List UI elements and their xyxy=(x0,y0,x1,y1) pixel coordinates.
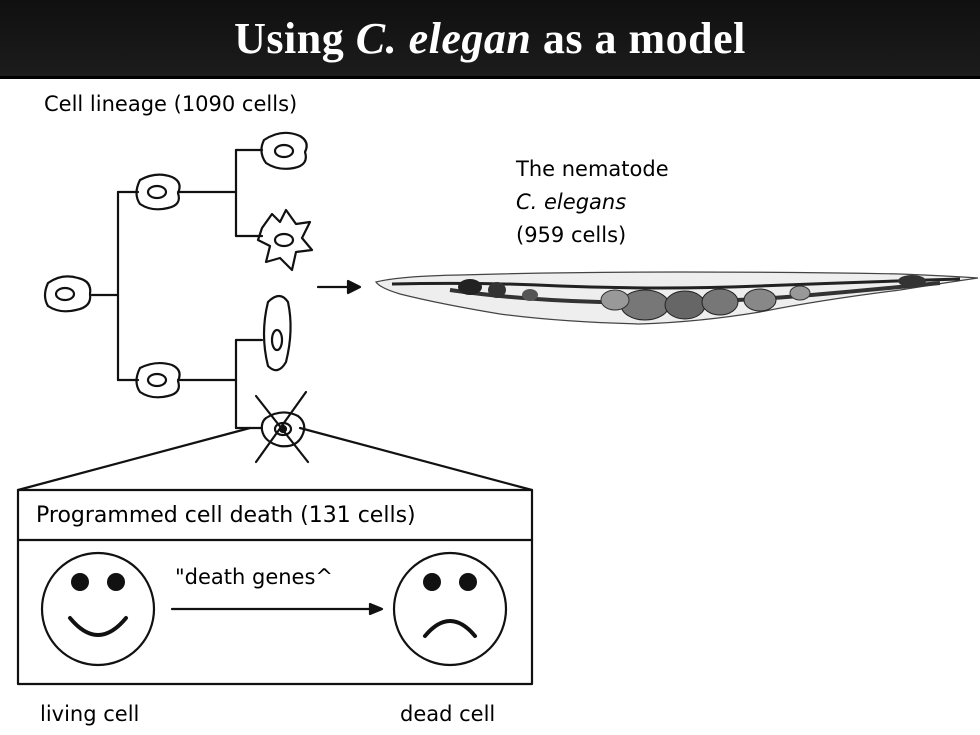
death-box-title: Programmed cell death (131 cells) xyxy=(36,503,416,528)
lineage-label: Cell lineage (1090 cells) xyxy=(44,92,298,116)
death-box-frame xyxy=(16,488,534,686)
death-genes-label: "death genes^ xyxy=(175,565,334,589)
dead-cell-label: dead cell xyxy=(400,702,496,726)
nematode-caption-line1: The nematode xyxy=(516,157,669,181)
daughter-cell-upper-icon xyxy=(135,173,181,211)
slide-title: Using C. elegan as a model xyxy=(234,13,746,63)
dying-cell-icon xyxy=(254,390,310,464)
nematode-caption: The nematode C. elegans (959 cells) xyxy=(516,153,669,252)
nematode-caption-species: C. elegans xyxy=(516,190,627,214)
lineage-tree-lines xyxy=(90,148,264,430)
nematode-caption-count: (959 cells) xyxy=(516,223,627,247)
nematode-worm-image xyxy=(375,271,979,325)
title-bar: Using C. elegan as a model xyxy=(0,0,980,79)
granddaughter-cell-3-icon xyxy=(262,294,292,372)
granddaughter-cell-2-icon xyxy=(256,208,314,272)
dead-cell-face-icon xyxy=(392,551,508,667)
living-cell-label: living cell xyxy=(40,702,140,726)
zoom-lines xyxy=(16,426,534,492)
living-cell-face-icon xyxy=(40,551,156,667)
root-cell-icon xyxy=(43,275,92,313)
granddaughter-cell-1-icon xyxy=(260,131,308,170)
daughter-cell-lower-icon xyxy=(135,361,181,399)
death-genes-arrow-icon xyxy=(170,602,384,616)
arrow-to-nematode-icon xyxy=(316,279,362,295)
